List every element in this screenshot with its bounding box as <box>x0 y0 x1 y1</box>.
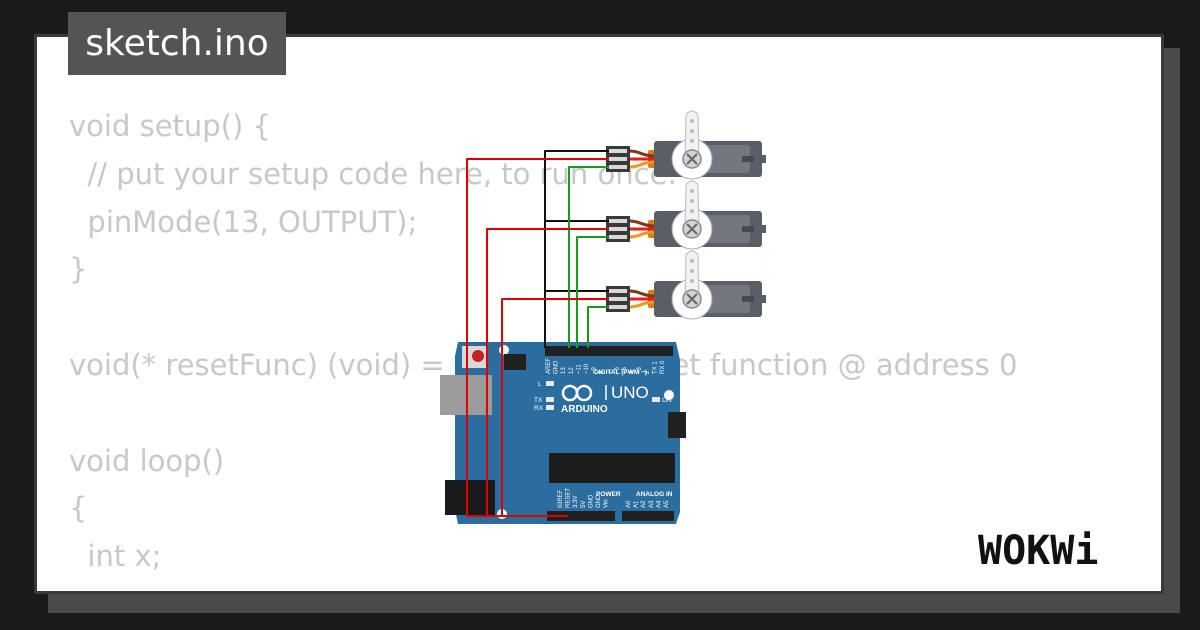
pin-label: A4 <box>656 500 662 508</box>
wire-signal-servo-1[interactable] <box>568 166 609 348</box>
servo-motor-2[interactable] <box>647 180 767 250</box>
code-line: } <box>69 252 88 287</box>
wire-5v-servo-3[interactable] <box>501 298 609 516</box>
code-line: { <box>69 491 88 526</box>
power-header <box>547 511 615 521</box>
file-tab[interactable]: sketch.ino <box>68 12 286 75</box>
digital-header-right <box>607 346 673 356</box>
l-led-label: L <box>538 381 542 388</box>
pin-label: RX 0 <box>660 360 666 374</box>
pin-label: 12 <box>569 367 575 374</box>
code-line: int x; <box>69 539 162 574</box>
pin-label: Vin <box>604 499 610 508</box>
microcontroller-chip <box>549 453 675 483</box>
pin-label: A1 <box>634 500 640 508</box>
pin-label: 2 <box>645 370 651 374</box>
file-tab-label: sketch.ino <box>85 23 269 64</box>
wokwi-logo: WOKWi <box>978 528 1098 574</box>
pin-label: GND <box>554 360 560 374</box>
analog-header <box>622 511 674 521</box>
wire-5v-servo-2[interactable] <box>486 228 609 516</box>
pin-label: 8 <box>599 370 605 374</box>
wokwi-logo-text: WOKWi <box>978 528 1098 574</box>
pin-label: ~5 <box>622 366 628 374</box>
tx-led-label: TX <box>534 397 543 404</box>
pin-label: A2 <box>641 500 647 508</box>
arduino-brand-label: ARDUINO <box>561 404 608 415</box>
power-section-label: POWER <box>596 491 621 498</box>
uno-model-label: UNO <box>611 383 649 402</box>
code-line: pinMode(13, OUTPUT); <box>69 204 418 239</box>
code-line: int y; <box>69 581 1017 591</box>
servo-motor-1[interactable] <box>647 110 767 180</box>
wire-signal-servo-3[interactable] <box>587 306 609 348</box>
pin-label: RESET <box>566 488 572 508</box>
pin-label: ~11 <box>576 364 582 374</box>
pin-label: ~3 <box>637 366 643 374</box>
pin-label: GND <box>596 494 602 508</box>
pin-label: 3.3V <box>573 496 579 508</box>
analog-in-label: ANALOG IN <box>636 491 673 498</box>
servo-3-connector[interactable] <box>604 284 656 314</box>
pin-label: A0 <box>626 500 632 508</box>
pin-label: 4 <box>630 370 636 374</box>
code-card: void setup() { // put your setup code he… <box>34 34 1164 594</box>
pin-label: A3 <box>649 500 655 508</box>
on-led-label: ON <box>662 397 672 404</box>
pin-label: ~6 <box>614 366 620 374</box>
pin-label: ~10 <box>584 363 590 374</box>
wire-5v-servo-1[interactable] <box>466 158 609 517</box>
pin-label: 13 <box>561 367 567 374</box>
arduino-infinity-logo <box>561 384 593 402</box>
pin-label: A5 <box>664 500 670 508</box>
code-line: void setup() { <box>69 109 271 143</box>
servo-1-connector[interactable] <box>604 144 656 174</box>
wire-signal-servo-2[interactable] <box>576 236 609 348</box>
pin-label: GND <box>588 494 594 508</box>
pin-label: 7 <box>607 370 613 374</box>
digital-header-left <box>545 346 611 356</box>
digital-pwm-label: DIGITAL (PWM ~) <box>594 369 647 376</box>
pin-label: AREF <box>546 358 552 374</box>
pin-label: 5V <box>581 501 587 508</box>
wire-gnd-servo-3[interactable] <box>544 290 609 348</box>
pin-label: ~9 <box>592 366 598 374</box>
pin-label: IOREF <box>558 489 564 508</box>
rx-led-label: RX <box>534 405 544 412</box>
arduino-uno-board[interactable]: ARDUINO UNO DIGITAL (PWM ~) POWER ANALOG… <box>440 342 686 524</box>
pin-label: TX 1 <box>652 361 658 374</box>
servo-motor-3[interactable] <box>647 250 767 320</box>
code-line: void loop() <box>69 443 225 478</box>
servo-2-connector[interactable] <box>604 214 656 244</box>
